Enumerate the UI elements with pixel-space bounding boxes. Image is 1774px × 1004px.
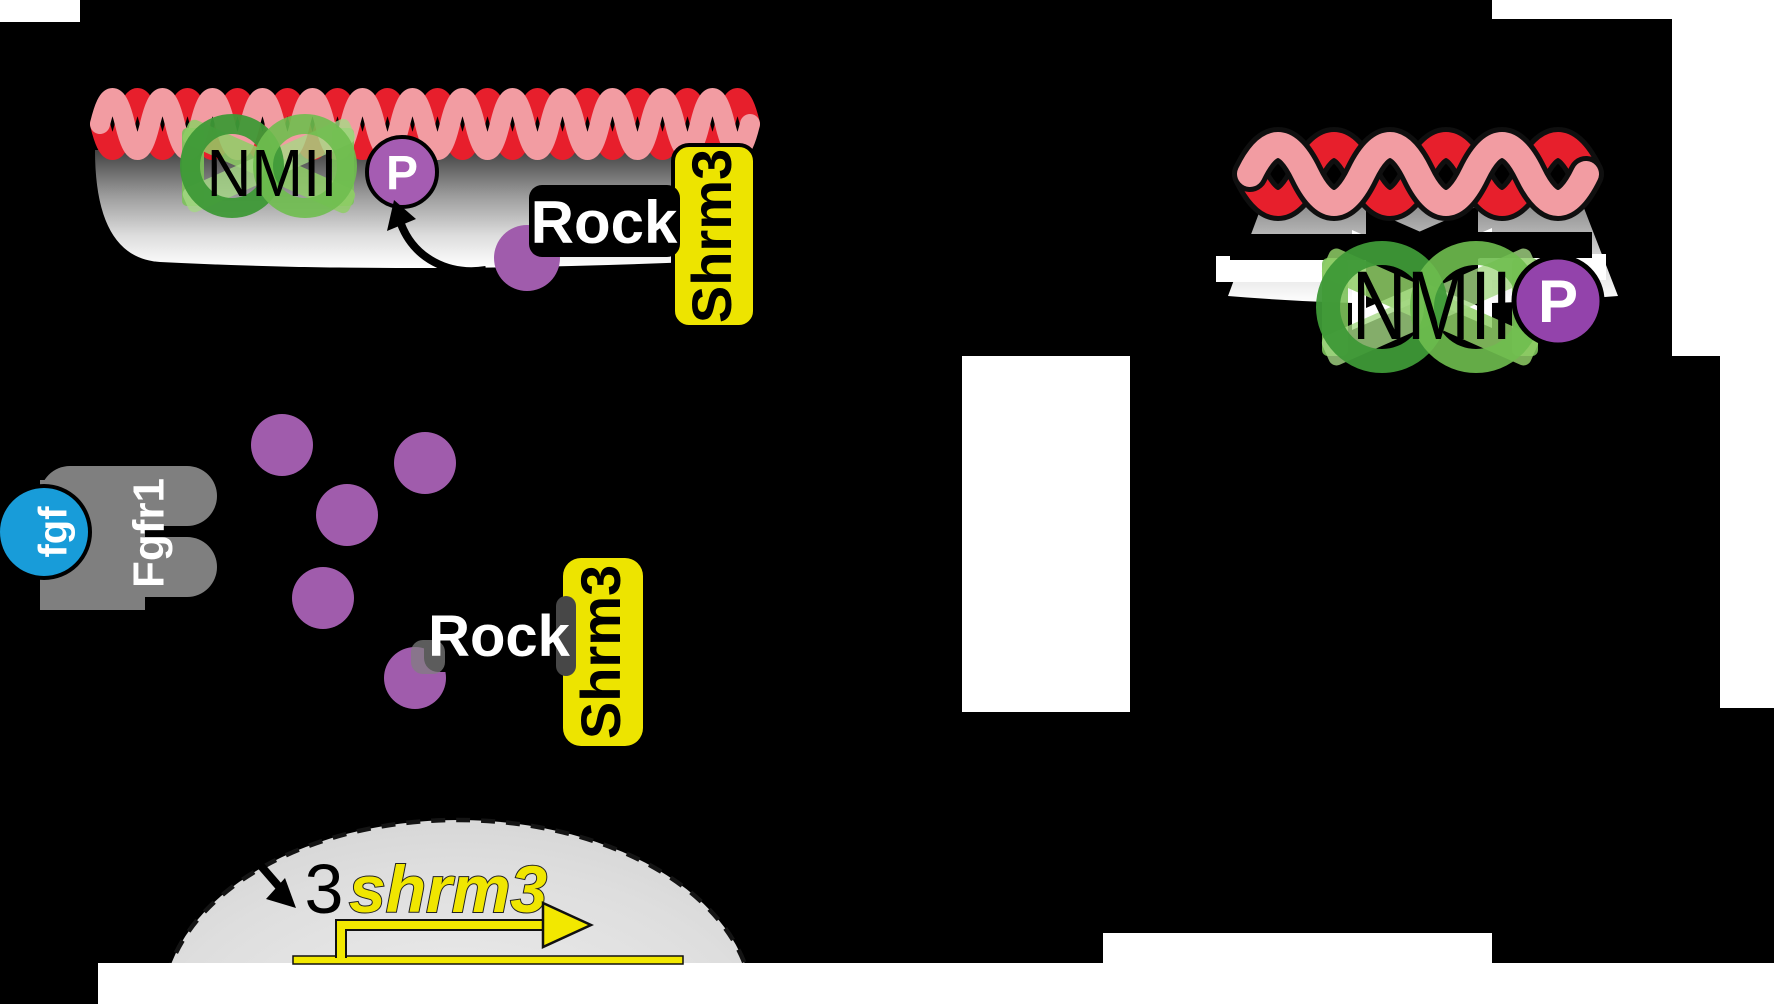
phosphate-dot	[316, 484, 378, 546]
cytoplasmic-rock-shrm3: Rock Shrm3	[411, 558, 643, 746]
shrm3-label: Shrm3	[569, 565, 632, 739]
nmii-label: NMII	[1352, 252, 1512, 360]
white-region-middle	[962, 356, 1130, 712]
gene-label: shrm3	[349, 852, 547, 926]
fgfr1-label: Fgfr1	[125, 478, 174, 588]
phospho-label: P	[386, 147, 418, 200]
phosphorylation-arrow-icon	[397, 222, 487, 276]
nuclear-import-arrowhead-icon	[266, 878, 296, 908]
fgf-ligand-circle	[0, 484, 92, 580]
phosphorylation-arrowhead-icon	[387, 200, 416, 231]
white-region-top-left	[0, 0, 80, 22]
rock-box	[424, 598, 574, 672]
fgf-receptor-complex: Fgfr1 fgf	[0, 466, 217, 610]
transcription-arrowhead-icon	[541, 901, 595, 949]
right-cell: NMII P	[1216, 127, 1618, 373]
shrm3-transcription: 3 shrm3	[251, 850, 684, 965]
phospho-label: P	[1538, 268, 1578, 335]
gene-baseline	[292, 955, 684, 965]
left-cell: NMII P Rock Shrm3	[90, 88, 760, 329]
phosphate-dot	[251, 414, 313, 476]
shrm3-label: Shrm3	[680, 149, 743, 323]
rock-box-corner	[411, 640, 445, 674]
white-region-right-column	[1720, 356, 1774, 708]
rock-box	[529, 185, 680, 257]
nmii-label: NMII	[207, 136, 338, 211]
transcription-arrow-icon	[337, 921, 543, 958]
white-region-top-right-strip	[1492, 0, 1774, 19]
white-region-top-right-block	[1672, 19, 1774, 356]
nuclear-import-arrow-icon	[251, 856, 285, 892]
nmii-motif-icon	[180, 114, 357, 218]
fgf-label: fgf	[32, 506, 76, 558]
actin-filament-pink-icon	[90, 88, 760, 160]
rock-box-edge	[556, 596, 576, 676]
rock-label: Rock	[428, 604, 571, 669]
actin-filaments-outlined-icon	[1232, 127, 1604, 221]
phospho-circle	[1511, 254, 1605, 348]
step-number: 3	[305, 850, 344, 928]
phosphate-dot	[292, 567, 354, 629]
phosphate-dot	[394, 432, 456, 494]
shrm3-box	[563, 558, 643, 746]
white-region-bottom-band	[98, 963, 1774, 1004]
rock-label: Rock	[531, 189, 678, 256]
